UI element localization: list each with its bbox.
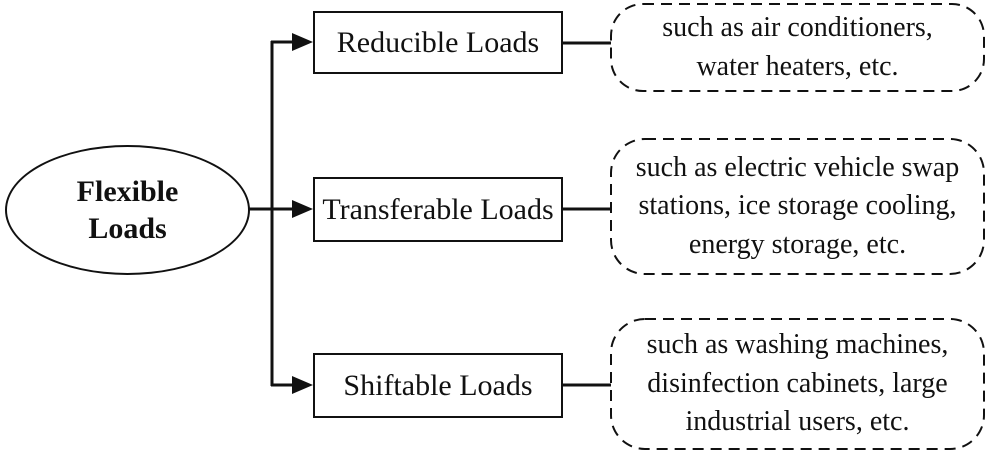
arrowhead-middle-icon <box>292 200 313 218</box>
examples-transferable-loads: such as electric vehicle swap stations, … <box>611 139 984 274</box>
examples-reducible-loads: such as air conditioners, water heaters,… <box>611 4 984 91</box>
arrowhead-bottom-icon <box>292 376 313 394</box>
node-transferable-loads: Transferable Loads <box>313 177 563 242</box>
node-shiftable-loads: Shiftable Loads <box>313 353 563 418</box>
examples-transferable-loads-text: such as electric vehicle swap stations, … <box>635 151 960 260</box>
node-shiftable-loads-label: Shiftable Loads <box>343 369 533 402</box>
examples-reducible-loads-text: such as air conditioners, water heaters,… <box>662 11 933 82</box>
root-node-label: Flexible Loads <box>76 174 179 246</box>
examples-shiftable-loads-text: such as washing machines, disinfection c… <box>646 329 949 438</box>
node-reducible-loads: Reducible Loads <box>313 11 563 74</box>
root-node-flexible-loads: Flexible Loads <box>5 145 250 275</box>
examples-border-shiftable <box>610 318 985 450</box>
arrowhead-top-icon <box>292 33 313 51</box>
node-reducible-loads-label: Reducible Loads <box>336 26 540 59</box>
examples-border-transferable <box>610 138 985 275</box>
examples-shiftable-loads: such as washing machines, disinfection c… <box>611 319 984 449</box>
node-transferable-loads-label: Transferable Loads <box>322 193 554 226</box>
examples-border-reducible <box>610 3 985 92</box>
